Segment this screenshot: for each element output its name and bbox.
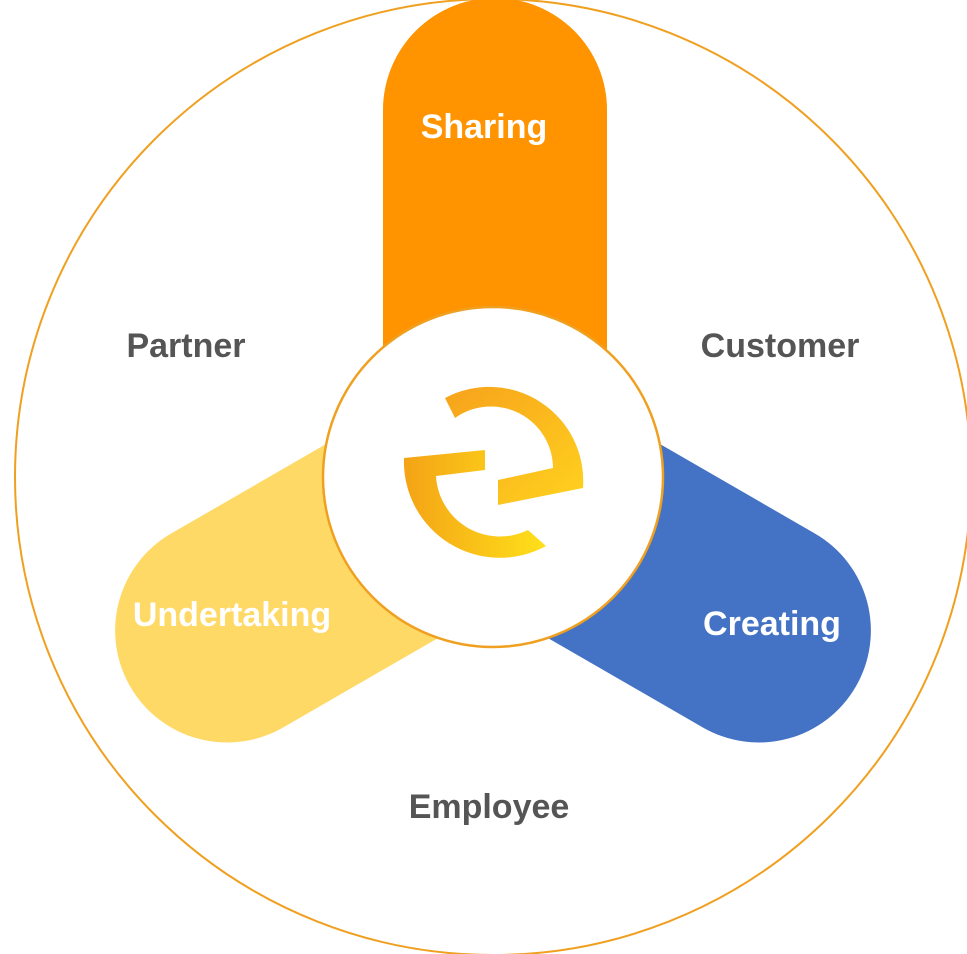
stakeholder-label-partner: Partner [126,327,245,365]
arm-label-creating: Creating [703,605,841,643]
stakeholder-label-customer: Customer [701,327,860,365]
arm-label-sharing: Sharing [421,108,548,146]
stakeholder-label-employee: Employee [409,788,570,826]
interlocking-arcs-logo [403,386,584,558]
arm-label-undertaking: Undertaking [133,596,331,634]
center-hub [321,305,665,649]
